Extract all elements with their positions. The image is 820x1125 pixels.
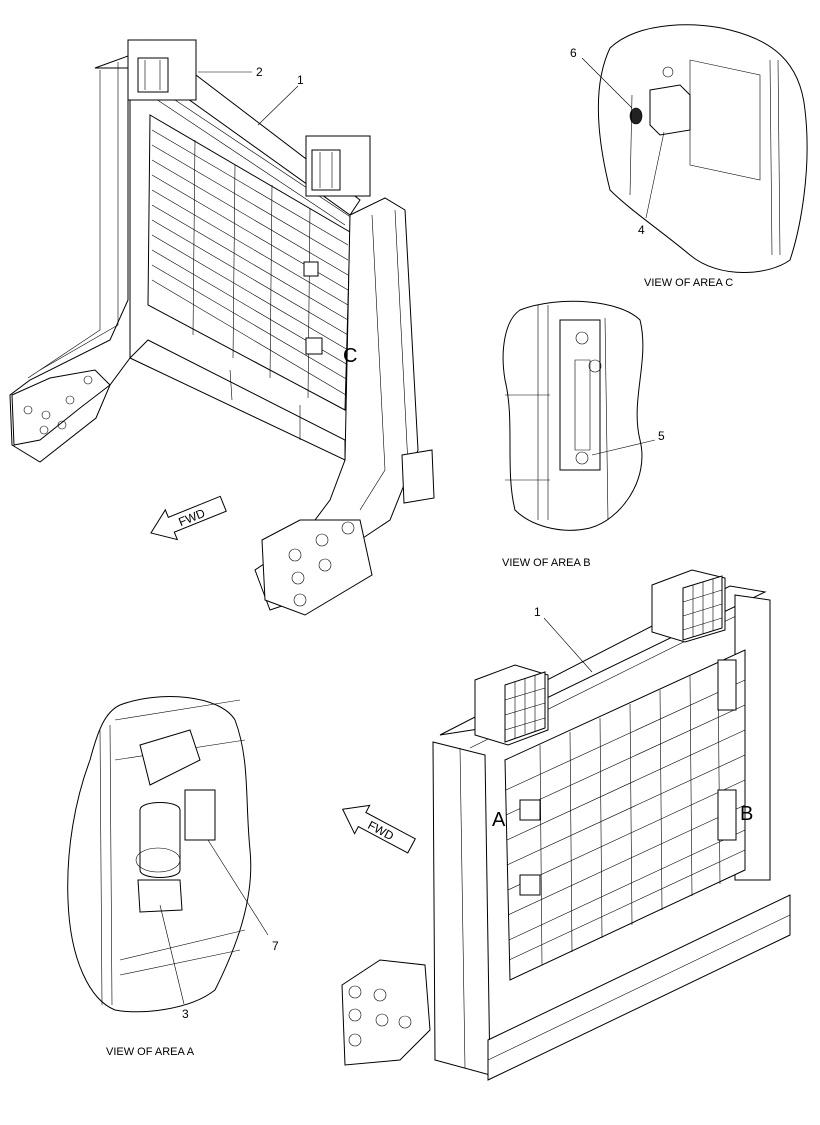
callout-line-1-bottom (543, 617, 593, 673)
callout-4: 4 (638, 223, 645, 237)
area-letter-c: C (343, 345, 357, 367)
caption-view-area-a: VIEW OF AREA A (106, 1046, 195, 1058)
callout-2: 2 (256, 65, 263, 79)
view-area-b (502, 300, 644, 531)
callout-lines-top (198, 71, 299, 126)
top-assembly (9, 39, 435, 616)
caption-view-area-c: VIEW OF AREA C (644, 277, 733, 289)
fwd-label-top: FWD (176, 506, 207, 529)
callout-3: 3 (182, 1007, 189, 1021)
fwd-arrow-top: FWD (150, 495, 227, 541)
area-letter-a: A (492, 809, 506, 831)
louvers (151, 129, 349, 399)
callout-1-top: 1 (297, 73, 304, 87)
area-letter-b: B (740, 803, 753, 825)
callout-7: 7 (272, 939, 279, 953)
light-right (305, 135, 371, 197)
view-area-c (598, 24, 808, 273)
callout-line-5 (591, 439, 656, 456)
callout-lines-c (581, 57, 665, 219)
callout-lines-a (159, 839, 269, 1005)
view-area-a (67, 696, 252, 1013)
fwd-arrow-bottom: FWD (341, 804, 416, 854)
callout-6: 6 (570, 46, 577, 60)
bottom-assembly (341, 569, 791, 1081)
caption-view-area-b: VIEW OF AREA B (502, 557, 591, 569)
light-bottom-right (651, 569, 726, 643)
callout-5: 5 (658, 429, 665, 443)
light-bottom-left (474, 664, 549, 746)
mesh (505, 661, 746, 966)
light-left (127, 39, 197, 101)
callout-1-bottom: 1 (534, 605, 541, 619)
